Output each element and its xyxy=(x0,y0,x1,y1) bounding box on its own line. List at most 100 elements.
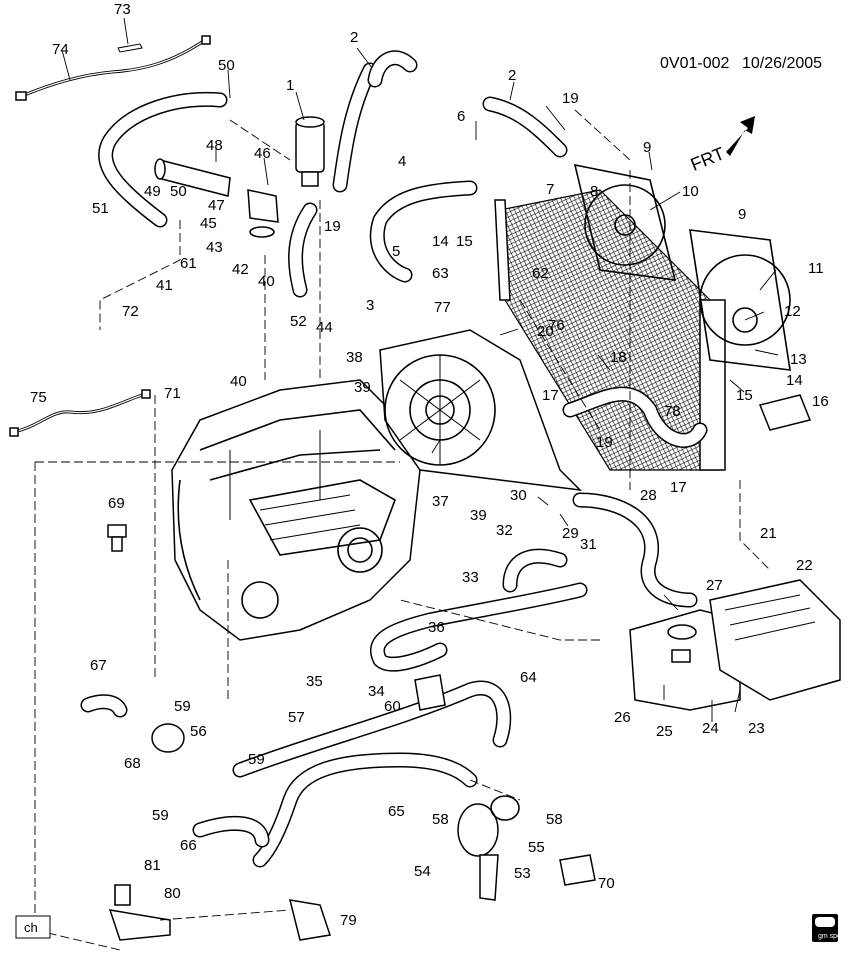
callout-14b: 14 xyxy=(786,372,803,389)
callout-30: 30 xyxy=(510,487,527,504)
bracket-79 xyxy=(288,899,331,941)
callout-36: 36 xyxy=(428,619,445,636)
callout-31: 31 xyxy=(580,536,597,553)
callout-56: 56 xyxy=(190,723,207,740)
callout-22: 22 xyxy=(796,557,813,574)
callout-51: 51 xyxy=(92,200,109,217)
callout-76: 76 xyxy=(548,317,565,334)
wiring-harness-74 xyxy=(15,35,211,101)
callout-39a: 39 xyxy=(354,379,371,396)
callout-59a: 59 xyxy=(174,698,191,715)
callout-48: 48 xyxy=(206,137,223,154)
callout-52: 52 xyxy=(290,313,307,330)
callout-11: 11 xyxy=(808,260,824,277)
callout-28: 28 xyxy=(640,487,657,504)
hose-70 xyxy=(559,854,596,886)
callout-69: 69 xyxy=(108,495,125,512)
callout-2a: 2 xyxy=(350,29,358,46)
callout-18: 18 xyxy=(610,349,627,366)
callout-23: 23 xyxy=(748,720,765,737)
callout-61: 61 xyxy=(180,255,197,272)
callout-73: 73 xyxy=(114,1,131,18)
callout-9a: 9 xyxy=(643,139,651,156)
callout-17b: 17 xyxy=(670,479,687,496)
callout-34: 34 xyxy=(368,683,385,700)
coolant-reservoir-25 xyxy=(629,609,741,711)
callout-10: 10 xyxy=(682,183,699,200)
callout-47: 47 xyxy=(208,197,225,214)
callout-74: 74 xyxy=(52,41,69,58)
callout-58b: 58 xyxy=(546,811,563,828)
callout-40b: 40 xyxy=(230,373,247,390)
callouts: 1 2 2 3 4 5 6 7 8 9 9 10 11 12 13 14 14 … xyxy=(30,1,829,929)
callout-68: 68 xyxy=(124,755,141,772)
callout-40a: 40 xyxy=(258,273,275,290)
fan-shroud-37 xyxy=(379,329,583,492)
callout-79: 79 xyxy=(340,912,357,929)
callout-19a: 19 xyxy=(562,90,579,107)
svg-text:gm spo: gm spo xyxy=(818,933,841,940)
callout-12: 12 xyxy=(784,303,801,320)
diagram-code: 0V01-002 xyxy=(660,55,729,72)
callout-14a: 14 xyxy=(432,233,449,250)
callout-77: 77 xyxy=(434,299,451,316)
callout-44: 44 xyxy=(316,319,333,336)
callout-6: 6 xyxy=(457,108,465,125)
callout-62: 62 xyxy=(532,265,549,282)
callout-55: 55 xyxy=(528,839,545,856)
diagram-date: 10/26/2005 xyxy=(742,55,822,72)
callout-50a: 50 xyxy=(218,57,235,74)
callout-38: 38 xyxy=(346,349,363,366)
bracket-80 xyxy=(108,884,171,941)
engine-block xyxy=(171,379,421,641)
forward-arrow: FRT xyxy=(688,116,755,175)
forward-label: FRT xyxy=(688,143,728,175)
callout-80: 80 xyxy=(164,885,181,902)
callout-15b: 15 xyxy=(736,387,753,404)
callout-50b: 50 xyxy=(170,183,187,200)
callout-45: 45 xyxy=(200,215,217,232)
bracket-60 xyxy=(414,674,446,711)
callout-25: 25 xyxy=(656,723,673,740)
callout-67: 67 xyxy=(90,657,107,674)
wiring-harness-75 xyxy=(9,389,151,437)
callout-27: 27 xyxy=(706,577,723,594)
callout-49: 49 xyxy=(144,183,161,200)
callout-29: 29 xyxy=(562,525,579,542)
pipe-68 xyxy=(151,723,185,753)
callout-15a: 15 xyxy=(456,233,473,250)
cooling-fan-11 xyxy=(689,229,791,371)
callout-60: 60 xyxy=(384,698,401,715)
radiator-7 xyxy=(494,189,726,471)
callout-57: 57 xyxy=(288,709,305,726)
callout-13: 13 xyxy=(790,351,807,368)
callout-39b: 39 xyxy=(470,507,487,524)
callout-19b: 19 xyxy=(324,218,341,235)
callout-53: 53 xyxy=(514,865,531,882)
valve-55 xyxy=(457,795,520,857)
callout-43: 43 xyxy=(206,239,223,256)
callout-32: 32 xyxy=(496,522,513,539)
callout-59c: 59 xyxy=(152,807,169,824)
sensor-69 xyxy=(107,524,127,552)
air-cleaner-22 xyxy=(709,579,841,701)
callout-20: 20 xyxy=(537,323,554,340)
callout-9b: 9 xyxy=(738,206,746,223)
callout-78: 78 xyxy=(664,403,681,420)
callout-3: 3 xyxy=(366,297,374,314)
callout-5: 5 xyxy=(392,243,400,260)
callout-7: 7 xyxy=(546,181,554,198)
gm-spo-logo: gm spo xyxy=(812,914,841,942)
callout-75: 75 xyxy=(30,389,47,406)
cooling-fan-10 xyxy=(573,163,677,281)
callout-59b: 59 xyxy=(248,751,265,768)
callout-2b: 2 xyxy=(508,67,516,84)
thermostat-housing-48 xyxy=(154,158,279,238)
callout-16: 16 xyxy=(812,393,829,410)
callout-46: 46 xyxy=(254,145,271,162)
callout-26: 26 xyxy=(614,709,631,726)
callout-24: 24 xyxy=(702,720,719,737)
callout-70: 70 xyxy=(598,875,615,892)
callout-58a: 58 xyxy=(432,811,449,828)
